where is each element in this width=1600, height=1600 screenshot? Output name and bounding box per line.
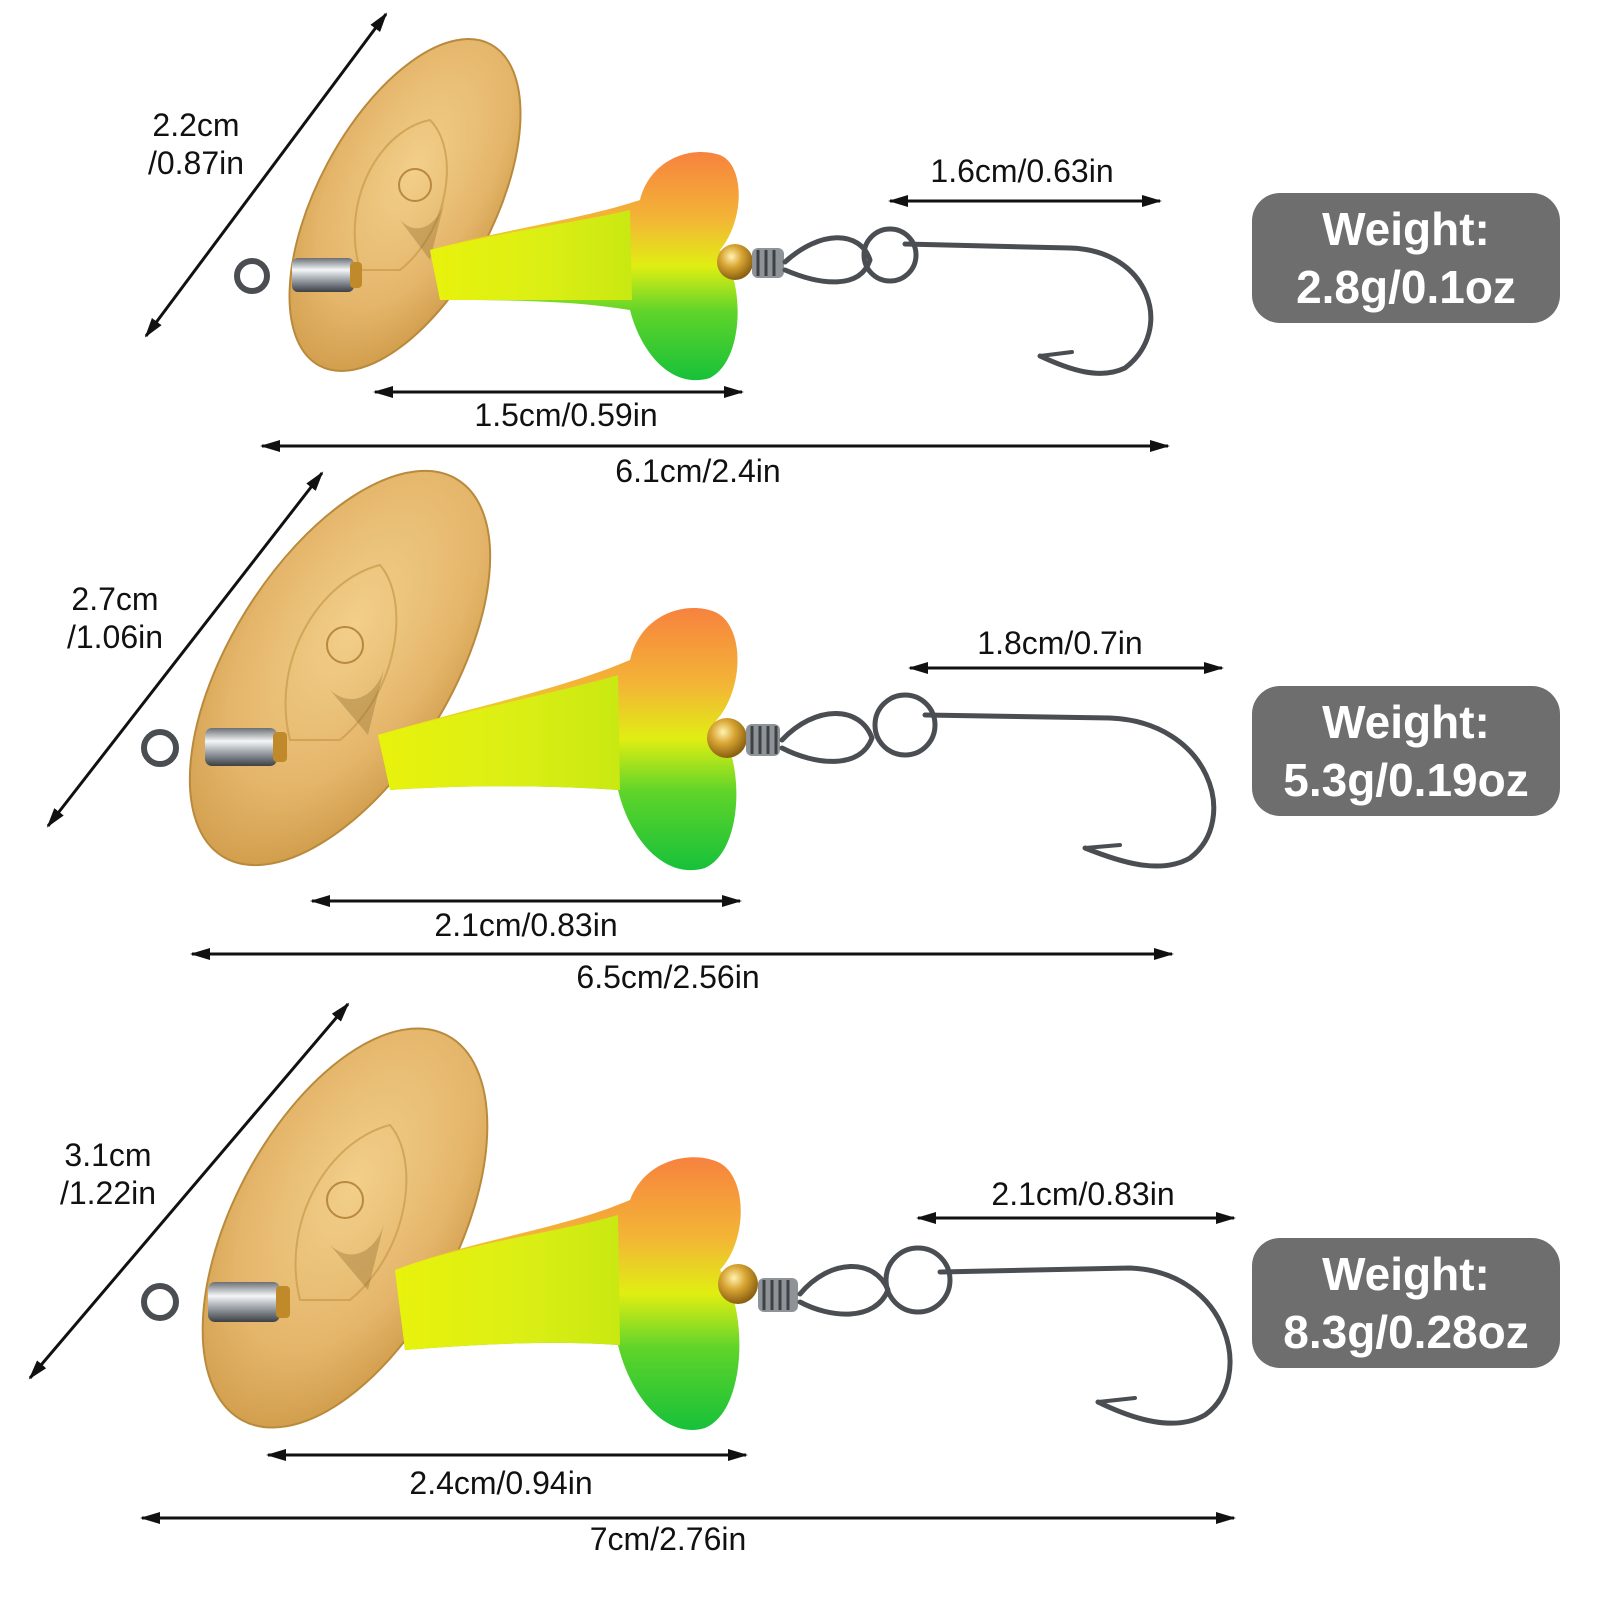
wire-coil xyxy=(758,1278,798,1312)
body-dimension-label: 1.5cm/0.59in xyxy=(474,397,657,433)
wire-coil xyxy=(746,724,780,756)
lure-3: 3.1cm /1.22in 2.1cm/0.83in 2.4cm/0.94in … xyxy=(28,1002,1560,1557)
weight-label: Weight: xyxy=(1322,1248,1490,1300)
lure-body xyxy=(395,1157,741,1430)
gold-bead xyxy=(707,718,747,758)
hook xyxy=(779,692,1217,869)
hook-dimension-label: 1.8cm/0.7in xyxy=(977,625,1142,661)
body-dimension-label: 2.1cm/0.83in xyxy=(434,907,617,943)
weight-value: 5.3g/0.19oz xyxy=(1283,754,1528,806)
gold-bead xyxy=(718,1264,758,1304)
spinner-blade xyxy=(188,469,492,867)
weight-label: Weight: xyxy=(1322,203,1490,255)
body-dimension-label: 2.4cm/0.94in xyxy=(409,1465,592,1501)
hook-dimension-label: 1.6cm/0.63in xyxy=(930,153,1113,189)
lure-1: 2.2cm /0.87in 1.6cm/0.63in 1.5cm/0.59in … xyxy=(144,12,1560,489)
total-length-label: 6.5cm/2.56in xyxy=(576,959,759,995)
hook xyxy=(797,1245,1233,1426)
blade-dimension-line xyxy=(46,471,324,828)
spinner-blade xyxy=(288,38,522,372)
blade-dimension-in: /1.22in xyxy=(60,1175,156,1211)
gold-bead xyxy=(717,244,753,280)
blade-dimension-line xyxy=(28,1002,350,1380)
swivel xyxy=(141,1282,290,1322)
blade-dimension-in: /1.06in xyxy=(67,619,163,655)
weight-badge: Weight: 5.3g/0.19oz xyxy=(1252,686,1560,816)
lure-body xyxy=(378,608,738,871)
weight-label: Weight: xyxy=(1322,696,1490,748)
weight-badge: Weight: 8.3g/0.28oz xyxy=(1252,1238,1560,1368)
blade-dimension-cm: 3.1cm xyxy=(64,1137,151,1173)
weight-badge: Weight: 2.8g/0.1oz xyxy=(1252,193,1560,323)
lure-body xyxy=(430,152,739,381)
blade-dimension-cm: 2.2cm xyxy=(152,107,239,143)
weight-value: 8.3g/0.28oz xyxy=(1283,1306,1528,1358)
blade-dimension-line xyxy=(144,12,388,338)
wire-coil xyxy=(752,248,784,278)
total-length-label: 6.1cm/2.4in xyxy=(615,453,780,489)
spinner-blade xyxy=(201,1027,489,1429)
hook xyxy=(782,226,1154,376)
hook-dimension-label: 2.1cm/0.83in xyxy=(991,1176,1174,1212)
total-length-label: 7cm/2.76in xyxy=(590,1521,747,1557)
swivel xyxy=(234,258,362,294)
blade-dimension-cm: 2.7cm xyxy=(71,581,158,617)
lure-2: 2.7cm /1.06in 1.8cm/0.7in 2.1cm/0.83in 6… xyxy=(46,469,1560,995)
blade-dimension-in: /0.87in xyxy=(148,145,244,181)
swivel xyxy=(141,728,287,767)
weight-value: 2.8g/0.1oz xyxy=(1296,261,1516,313)
